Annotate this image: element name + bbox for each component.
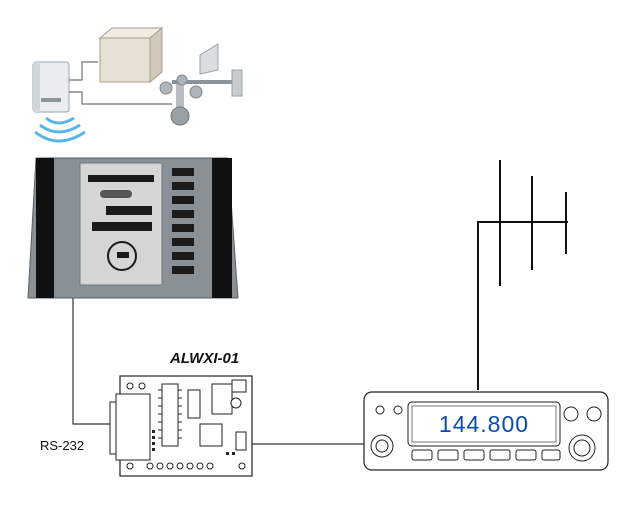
sensor-group: [32, 26, 243, 143]
console-to-board-cable: [72, 298, 112, 425]
wireless-signal-icon: [34, 116, 86, 143]
port-label: RS-232: [40, 438, 85, 453]
board-label: ALWXI-01: [170, 350, 240, 367]
alwxi-01-board: [109, 375, 253, 477]
thermo-hygro-sensor: [32, 61, 70, 113]
rain-gauge: [98, 26, 164, 84]
console-buttons: [172, 168, 194, 274]
radio-transceiver: [363, 391, 609, 471]
sensor-cables: [69, 61, 172, 105]
anemometer: [159, 43, 243, 126]
connection-cables: [72, 298, 365, 445]
radio-frequency-display: 144.800: [438, 411, 530, 437]
lcd-segments: [88, 175, 154, 271]
yagi-antenna: [477, 160, 568, 390]
weather-station-console: [27, 157, 239, 299]
